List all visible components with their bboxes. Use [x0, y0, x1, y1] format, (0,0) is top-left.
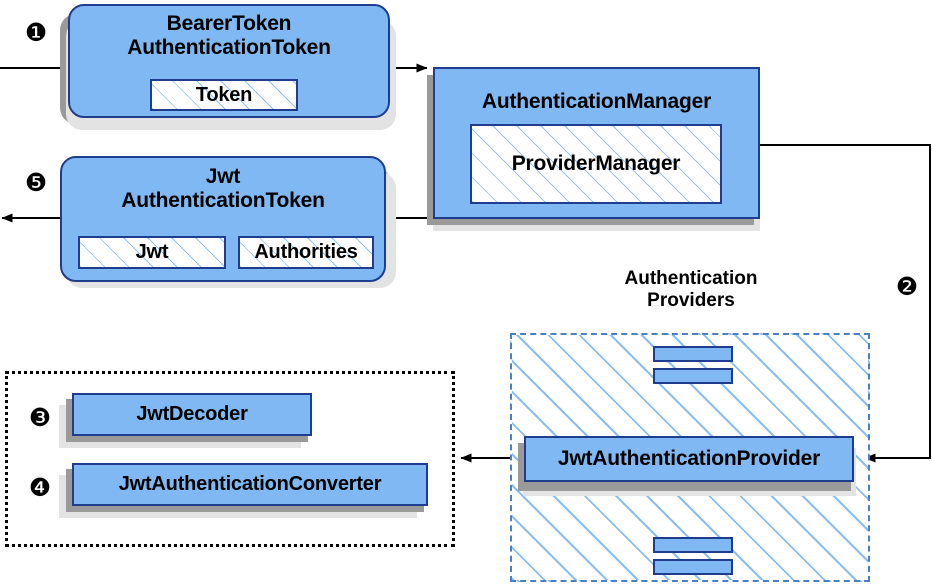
step-marker-3: ❸ [28, 403, 52, 432]
provider-placeholder-lower-bar-1 [653, 537, 733, 553]
jwt-token-title-line1: Jwt [205, 165, 241, 188]
group-support-components [5, 371, 455, 547]
provider-placeholder-upper-bar-1 [653, 346, 733, 362]
authentication-providers-label: Authentication Providers [598, 268, 784, 312]
node-jwt-decoder[interactable]: JwtDecoder [72, 393, 312, 436]
step-marker-2: ❷ [895, 272, 919, 301]
chip-authorities-label: Authorities [254, 241, 358, 263]
authentication-providers-label-line1: Authentication [624, 268, 758, 289]
authentication-providers-label-line2: Providers [647, 289, 735, 311]
step-marker-1: ❶ [24, 18, 48, 47]
jwt-authentication-provider-title: JwtAuthenticationProvider [557, 447, 821, 471]
jwt-authentication-converter-title: JwtAuthenticationConverter [118, 473, 382, 496]
chip-authorities[interactable]: Authorities [238, 236, 374, 269]
chip-provider-manager[interactable]: ProviderManager [470, 124, 722, 204]
bearer-token-title: BearerToken AuthenticationToken [127, 12, 331, 59]
step-marker-5: ❺ [24, 168, 48, 197]
bearer-token-title-line1: BearerToken [166, 12, 292, 35]
chip-jwt[interactable]: Jwt [78, 236, 226, 269]
jwt-decoder-title: JwtDecoder [136, 403, 248, 426]
authentication-manager-title: AuthenticationManager [481, 90, 712, 113]
node-bearer-token-authentication-token[interactable]: BearerToken AuthenticationToken [68, 4, 390, 118]
provider-placeholder-upper-bar-2 [653, 368, 733, 384]
chip-token-label: Token [195, 83, 253, 106]
node-jwt-authentication-provider[interactable]: JwtAuthenticationProvider [524, 436, 854, 482]
chip-jwt-label: Jwt [135, 241, 169, 263]
provider-placeholder-lower-bar-2 [653, 559, 733, 575]
node-jwt-authentication-converter[interactable]: JwtAuthenticationConverter [72, 463, 428, 506]
jwt-token-title: Jwt AuthenticationToken [121, 165, 325, 212]
jwt-token-title-line2: AuthenticationToken [121, 188, 325, 212]
chip-token[interactable]: Token [150, 79, 298, 111]
step-marker-4: ❹ [28, 473, 52, 502]
chip-provider-manager-label: ProviderManager [511, 152, 681, 175]
bearer-token-title-line2: AuthenticationToken [127, 35, 331, 59]
